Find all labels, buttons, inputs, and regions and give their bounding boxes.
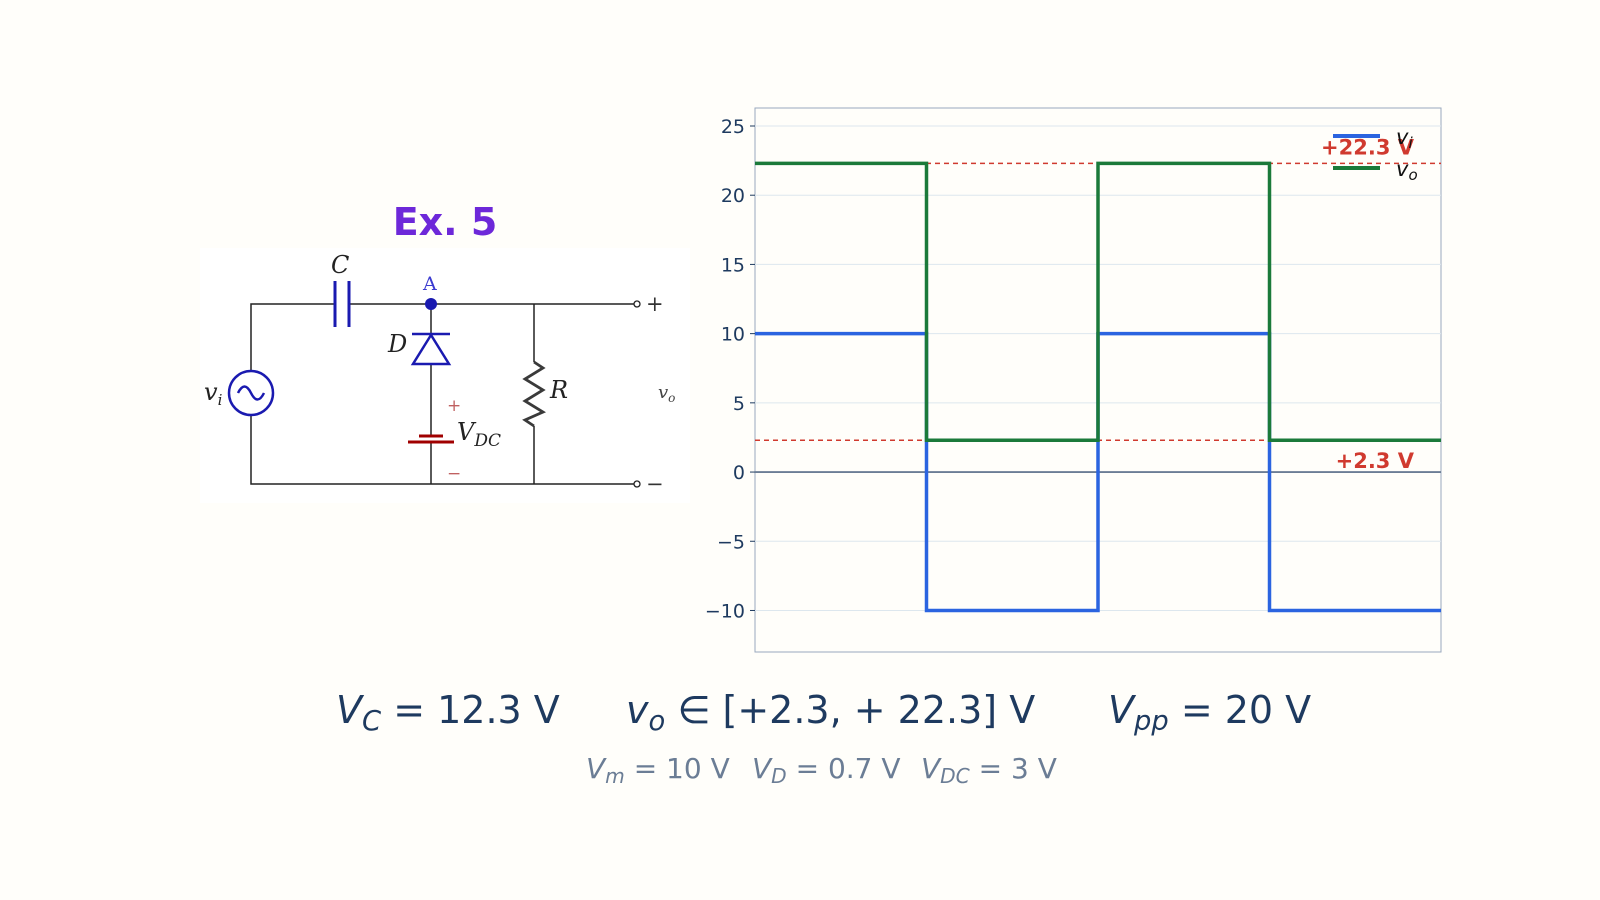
equation-vpp: Vpp = 20 V <box>1108 688 1312 737</box>
figure-title: Ex. 5 <box>392 200 498 244</box>
y-tick-label: 15 <box>721 254 745 276</box>
resistor-label: R <box>549 376 568 404</box>
diode-label: D <box>387 330 407 358</box>
source-label: vi <box>204 378 223 409</box>
node-a-label: A <box>422 273 437 295</box>
y-tick-label: 25 <box>721 116 745 138</box>
capacitor-label: C <box>331 251 349 279</box>
ac-source-icon <box>227 369 275 417</box>
series-line-vo <box>755 161 1441 442</box>
y-tick-label: −5 <box>717 531 745 553</box>
y-tick-label: 5 <box>733 393 745 415</box>
equation-vc: VC = 12.3 V <box>336 688 560 737</box>
battery-icon <box>408 434 454 444</box>
legend-label-vo: vo <box>1396 157 1418 184</box>
output-terminal-minus <box>633 480 641 488</box>
equation-vm: Vm = 10 V <box>586 752 730 789</box>
circuit-wires <box>250 303 636 485</box>
reference-label-lower: +2.3 V <box>1336 449 1415 473</box>
clamper-circuit-diagram: vi C A D + − VDC R + − vo <box>200 248 690 503</box>
resistor-icon <box>522 360 547 428</box>
battery-plus-sign: + <box>447 396 461 416</box>
battery-label: VDC <box>457 418 501 451</box>
diode-icon <box>410 332 452 366</box>
circuit-background <box>200 248 690 503</box>
output-voltage-label: vo <box>658 382 675 405</box>
y-tick-label: 20 <box>721 185 745 207</box>
equation-vo-range: vo ∈ [+2.3, + 22.3] V <box>626 688 1036 737</box>
y-tick-label: 10 <box>721 324 745 346</box>
equation-vd: VD = 0.7 V <box>752 752 901 789</box>
y-tick-label: −10 <box>705 600 745 622</box>
capacitor-icon <box>333 281 351 327</box>
output-terminal-plus <box>633 300 641 308</box>
node-a-dot <box>425 298 437 310</box>
equation-vdc: VDC = 3 V <box>921 752 1057 789</box>
battery-minus-sign: − <box>447 464 461 484</box>
reference-label-upper: +22.3 V <box>1321 135 1415 159</box>
legend-label-vi: vi <box>1396 125 1413 152</box>
terminal-minus-label: − <box>646 472 664 496</box>
y-tick-label: 0 <box>733 462 745 484</box>
terminal-plus-label: + <box>646 292 664 316</box>
